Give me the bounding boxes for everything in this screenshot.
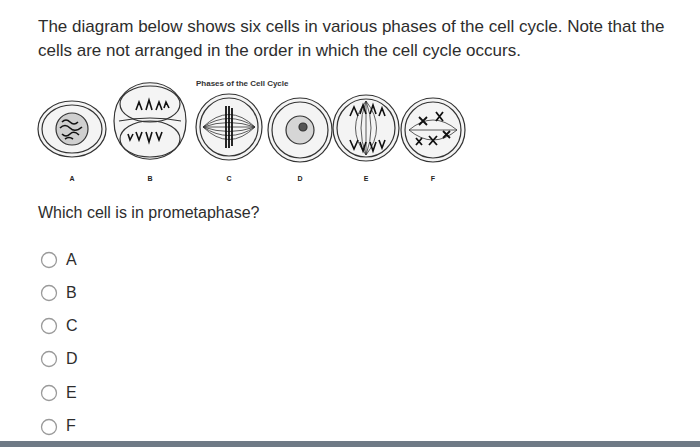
- question-prompt: Which cell is in prometaphase?: [38, 202, 638, 224]
- radio-button: [42, 253, 57, 435]
- cell-figure: F: [398, 92, 468, 182]
- cell-figure: C: [194, 92, 264, 182]
- option-letter: A: [66, 250, 77, 270]
- question-intro: The diagram below shows six cells in var…: [38, 15, 688, 63]
- cell-figure: E: [331, 92, 401, 182]
- cell-letter: C: [194, 175, 264, 182]
- option-letter: F: [66, 416, 76, 436]
- option-letter: B: [66, 283, 77, 303]
- option-letter: C: [66, 316, 78, 336]
- cell-figure: D: [265, 92, 335, 182]
- cell-letter: F: [398, 175, 468, 182]
- option-letter: E: [66, 383, 77, 403]
- option-letter: D: [66, 349, 78, 369]
- cell-letter: A: [37, 175, 107, 182]
- figure-title: Phases of the Cell Cycle: [196, 79, 288, 88]
- bottom-bar: [0, 441, 700, 447]
- cell-letter: E: [331, 175, 401, 182]
- cell-letter: D: [265, 175, 335, 182]
- cell-figure: A: [37, 92, 107, 182]
- cell-letter: B: [115, 175, 185, 182]
- cell-figure: B: [115, 78, 185, 182]
